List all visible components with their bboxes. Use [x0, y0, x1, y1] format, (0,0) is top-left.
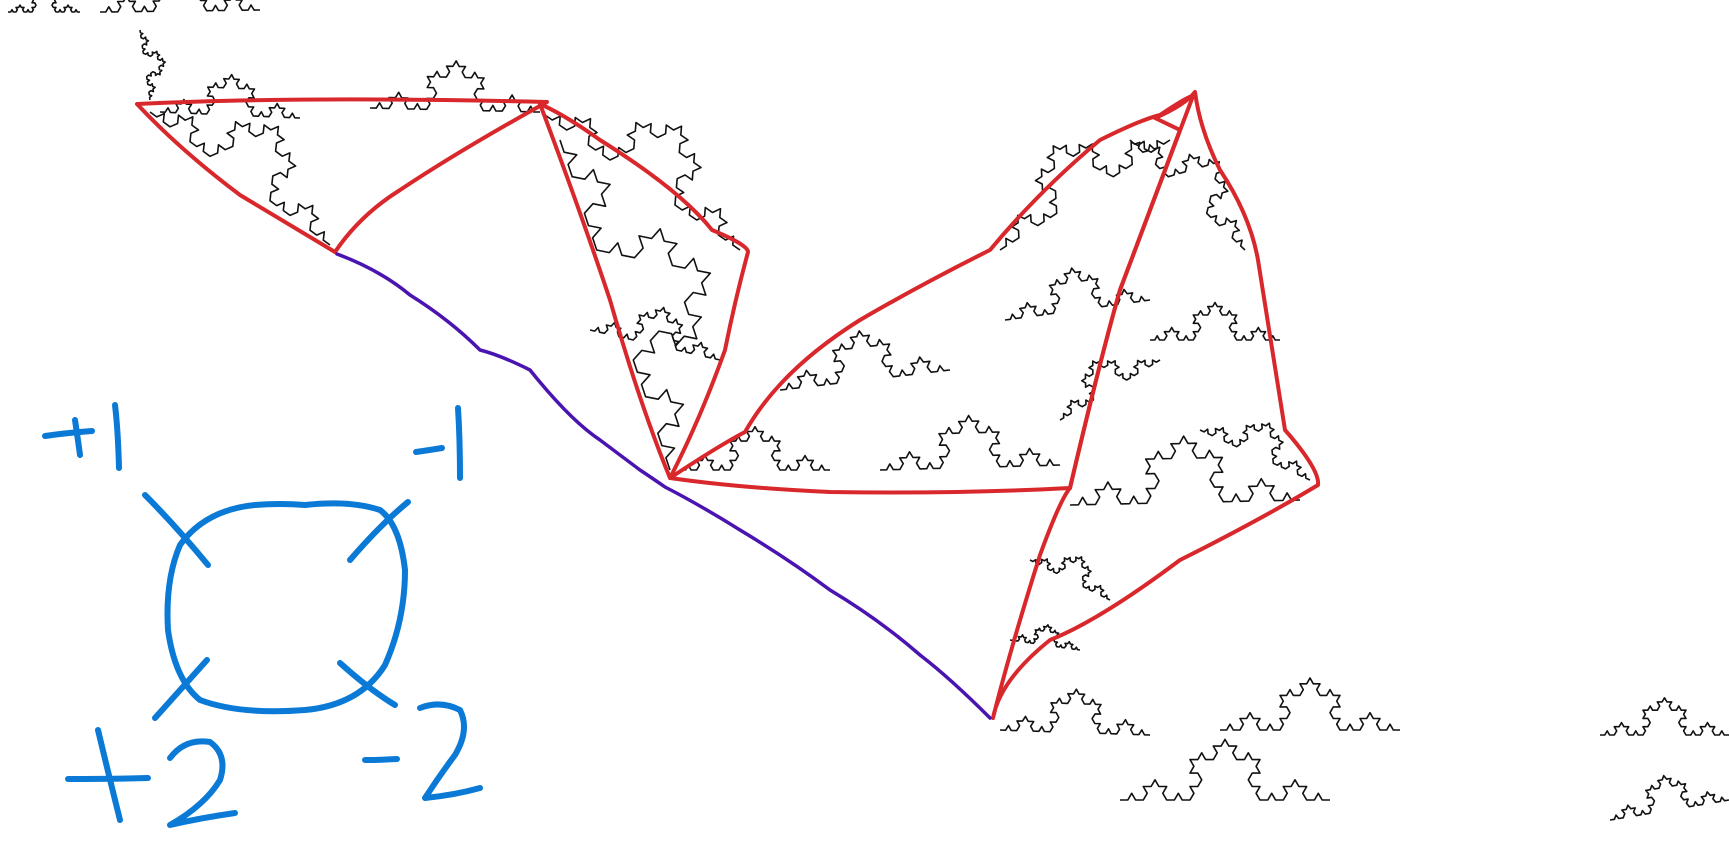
label-plus-one-digit [112, 402, 122, 471]
koch-fractal-segment [1150, 301, 1280, 341]
koch-fractal-segment [1059, 359, 1161, 421]
koch-fractal-segment [159, 73, 301, 119]
label-minus-one-digit [455, 405, 463, 481]
koch-fractal-segment [779, 330, 951, 391]
koch-fractal-segment [8, 0, 80, 13]
koch-fractal-segment [999, 139, 1171, 251]
koch-fractal-segment [99, 0, 261, 13]
koch-fractal-segment [559, 139, 712, 471]
crossing-circle [164, 500, 408, 715]
koch-fractal-segment [1199, 422, 1311, 481]
label-plus-two-vertical [95, 727, 123, 823]
label-bottom-left: +2 [65, 760, 157, 830]
koch-fractal-segment [999, 688, 1151, 736]
strand-bottom-right [337, 660, 398, 708]
triangle-outlines [135, 90, 1321, 720]
connecting-path [335, 252, 992, 720]
triangle-outline-2 [538, 102, 750, 480]
koch-fractal-segment [1069, 435, 1301, 506]
label-plus-one-vertical [72, 417, 83, 458]
koch-fractal-segment [879, 414, 1061, 471]
label-plus-one-horizontal [42, 428, 95, 439]
koch-fractal-segment [1009, 624, 1081, 651]
label-minus-one-dash [413, 445, 445, 455]
crossing-diagram [42, 402, 483, 828]
koch-fractal-segment [1220, 677, 1400, 731]
label-bottom-right: -2 [360, 740, 427, 810]
label-plus-two-digit [167, 738, 238, 828]
koch-fractal-segment [680, 425, 830, 471]
triangle-outline-4 [991, 90, 1321, 720]
label-minus-two-digit [417, 701, 483, 801]
koch-fractal-segment [149, 111, 331, 246]
strand-top-left [142, 492, 211, 568]
triangle-outline-3 [668, 94, 1195, 495]
koch-fractal-segment [139, 29, 166, 101]
label-top-right: -1 [412, 434, 456, 480]
koch-fractal-segment [1600, 697, 1729, 736]
koch-fractal-segment [1029, 556, 1111, 601]
label-minus-two-dash [362, 756, 400, 763]
koch-fractal-layer [8, 0, 1729, 821]
triangle-outline-1 [135, 97, 549, 254]
strand-bottom-left [152, 657, 210, 721]
koch-fractal-segment [1129, 139, 1246, 251]
label-top-left: +1 [45, 424, 106, 470]
koch-fractal-segment [1609, 774, 1729, 821]
koch-fractal-segment [1120, 738, 1330, 801]
strand-top-right [347, 499, 411, 563]
